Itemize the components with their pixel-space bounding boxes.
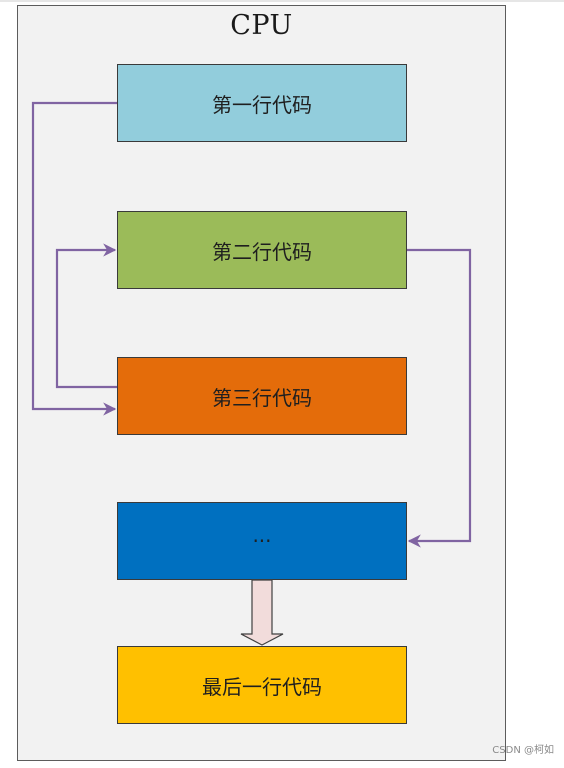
code-block-line-2: 第二行代码: [117, 211, 407, 289]
code-block-last-line: 最后一行代码: [117, 646, 407, 724]
top-divider: [0, 0, 564, 2]
code-block-line-3: 第三行代码: [117, 357, 407, 435]
watermark: CSDN @柯如: [492, 745, 554, 756]
down-arrow-to-last-line: [240, 579, 284, 646]
arrow-line2-to-ellipsis: [407, 248, 472, 548]
code-block-line-1: 第一行代码: [117, 64, 407, 142]
arrow-line3-to-line2: [55, 243, 117, 389]
cpu-title: CPU: [230, 10, 293, 41]
arrow-line1-to-line3: [31, 101, 117, 416]
